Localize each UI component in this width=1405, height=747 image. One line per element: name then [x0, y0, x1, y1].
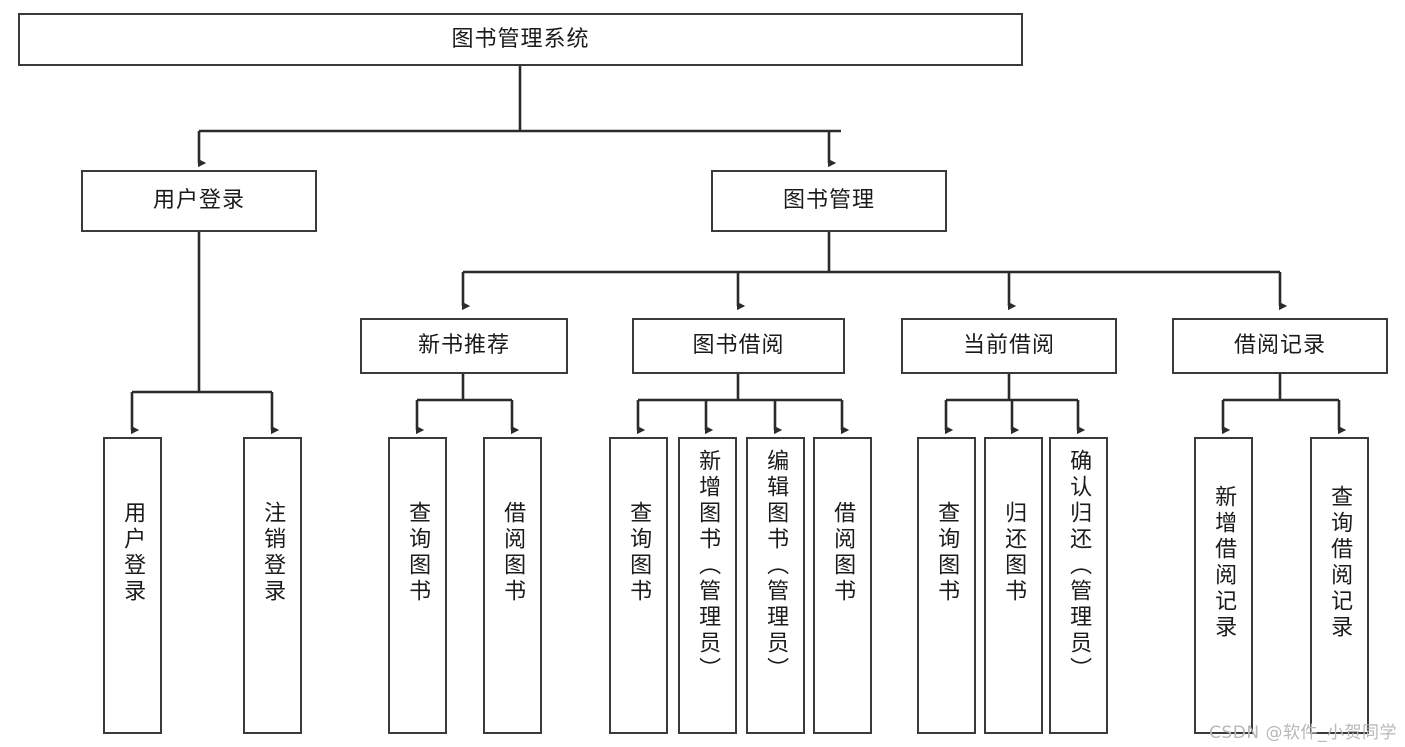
leaf-query-book-2-label: 查询图书 [626, 501, 652, 605]
leaf-logout[interactable]: 注销登录 [243, 437, 302, 734]
leaf-query-record[interactable]: 查询借阅记录 [1310, 437, 1369, 734]
leaf-logout-label: 注销登录 [260, 501, 286, 605]
node-current-borrow[interactable]: 当前借阅 [901, 318, 1117, 374]
leaf-user-login-label: 用户登录 [120, 501, 146, 605]
leaf-query-book-3-label: 查询图书 [934, 501, 960, 605]
leaf-borrow-book-2[interactable]: 借阅图书 [813, 437, 872, 734]
node-current-borrow-label: 当前借阅 [962, 333, 1055, 359]
leaf-confirm-return-label: 确认归还（管理员） [1066, 449, 1092, 683]
node-user-login[interactable]: 用户登录 [81, 170, 317, 232]
node-book-borrow-label: 图书借阅 [692, 333, 785, 359]
node-new-book-rec[interactable]: 新书推荐 [360, 318, 568, 374]
node-root[interactable]: 图书管理系统 [18, 13, 1023, 66]
leaf-query-book-1[interactable]: 查询图书 [388, 437, 447, 734]
node-borrow-record-label: 借阅记录 [1233, 333, 1326, 359]
node-book-borrow[interactable]: 图书借阅 [632, 318, 845, 374]
leaf-return-book-label: 归还图书 [1001, 501, 1027, 605]
leaf-query-book-2[interactable]: 查询图书 [609, 437, 668, 734]
leaf-user-login[interactable]: 用户登录 [103, 437, 162, 734]
leaf-query-book-1-label: 查询图书 [405, 501, 431, 605]
node-book-manage[interactable]: 图书管理 [711, 170, 947, 232]
leaf-borrow-book-2-label: 借阅图书 [830, 501, 856, 605]
node-new-book-rec-label: 新书推荐 [417, 333, 510, 359]
leaf-borrow-book-1-label: 借阅图书 [500, 501, 526, 605]
leaf-confirm-return[interactable]: 确认归还（管理员） [1049, 437, 1108, 734]
leaf-add-record[interactable]: 新增借阅记录 [1194, 437, 1253, 734]
leaf-edit-book[interactable]: 编辑图书（管理员） [746, 437, 805, 734]
leaf-add-record-label: 新增借阅记录 [1211, 485, 1237, 641]
leaf-borrow-book-1[interactable]: 借阅图书 [483, 437, 542, 734]
leaf-query-record-label: 查询借阅记录 [1327, 485, 1353, 641]
csdn-watermark: CSDN @软件_小贺同学 [1209, 723, 1397, 743]
node-borrow-record[interactable]: 借阅记录 [1172, 318, 1388, 374]
node-user-login-label: 用户登录 [152, 188, 245, 214]
leaf-return-book[interactable]: 归还图书 [984, 437, 1043, 734]
node-root-label: 图书管理系统 [451, 26, 590, 52]
leaf-add-book-label: 新增图书（管理员） [695, 449, 721, 683]
node-book-manage-label: 图书管理 [782, 188, 875, 214]
leaf-edit-book-label: 编辑图书（管理员） [763, 449, 789, 683]
leaf-add-book[interactable]: 新增图书（管理员） [678, 437, 737, 734]
leaf-query-book-3[interactable]: 查询图书 [917, 437, 976, 734]
